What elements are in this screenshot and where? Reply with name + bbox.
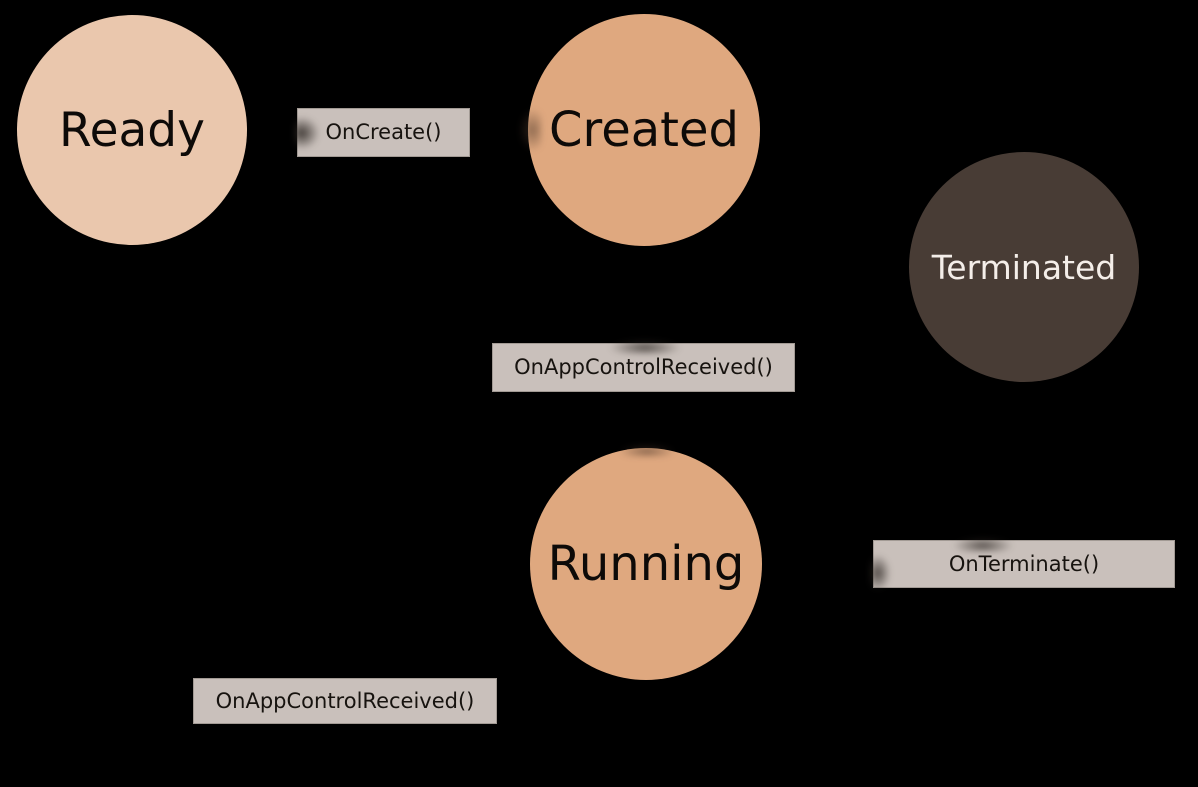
transition-label-onappcontrolreceived-middle-text: OnAppControlReceived() [514,355,773,379]
transition-label-onappcontrolreceived-middle: OnAppControlReceived() [492,343,795,392]
transition-label-oncreate-text: OnCreate() [325,120,442,144]
state-node-terminated: Terminated [909,152,1139,382]
state-node-created: Created [528,14,760,246]
transition-label-onappcontrolreceived-bottom-text: OnAppControlReceived() [215,688,475,713]
state-label-created: Created [549,102,739,158]
transition-label-onappcontrolreceived-bottom: OnAppControlReceived() [193,678,497,724]
transition-label-onterminate: OnTerminate() [873,540,1175,588]
state-label-running: Running [547,536,745,592]
state-node-running: Running [530,448,762,680]
state-node-ready: Ready [17,15,247,245]
transition-label-onterminate-text: OnTerminate() [948,551,1100,576]
state-label-terminated: Terminated [931,247,1117,287]
state-label-ready: Ready [59,102,205,158]
transition-label-oncreate: OnCreate() [297,108,470,157]
